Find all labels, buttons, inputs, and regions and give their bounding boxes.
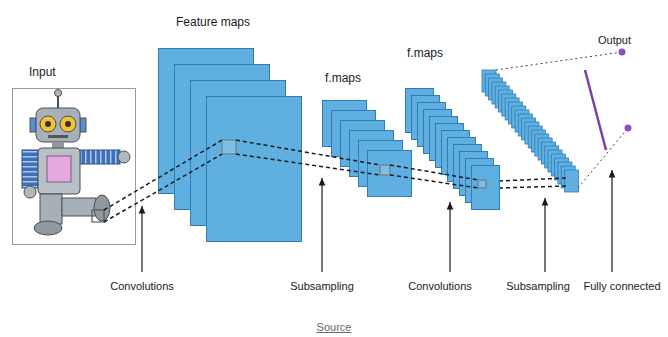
operation-label: Subsampling	[290, 280, 354, 293]
receptive-patch	[380, 165, 390, 175]
layer-heading: f.maps	[325, 72, 361, 86]
operation-label: Subsampling	[506, 280, 570, 293]
projection-lines	[499, 178, 566, 188]
projection-connector	[390, 165, 478, 180]
feature-map-stack: f.maps	[322, 100, 411, 196]
receptive-patch	[222, 140, 236, 154]
projection-line	[390, 175, 478, 188]
robot-illustration	[22, 90, 130, 236]
operation-label: Convolutions	[408, 280, 472, 293]
projection-connector	[104, 140, 222, 210]
layer-heading: Feature maps	[176, 16, 250, 30]
projection-line	[104, 154, 222, 222]
output-unit	[625, 125, 632, 132]
output-unit	[619, 49, 626, 56]
stacked-maps	[158, 48, 301, 241]
projection-line	[236, 154, 380, 175]
layer-heading: Input	[29, 66, 56, 80]
feature-map-stack: Feature maps	[158, 48, 301, 241]
receptive-patch	[478, 180, 486, 188]
projection-connector	[236, 140, 380, 165]
stacked-maps	[405, 88, 499, 209]
operation-label: Convolutions	[110, 280, 174, 293]
output-lines	[496, 52, 628, 188]
input-image-box: Input	[12, 88, 136, 245]
output-label: Output	[598, 34, 631, 47]
stacked-maps	[322, 100, 411, 196]
output-layer	[585, 70, 606, 150]
feature-map-stack: f.maps	[405, 88, 499, 209]
source-caption: Source	[317, 321, 352, 334]
layer-heading: f.maps	[407, 47, 443, 61]
operation-label: Fully connected	[583, 280, 660, 293]
